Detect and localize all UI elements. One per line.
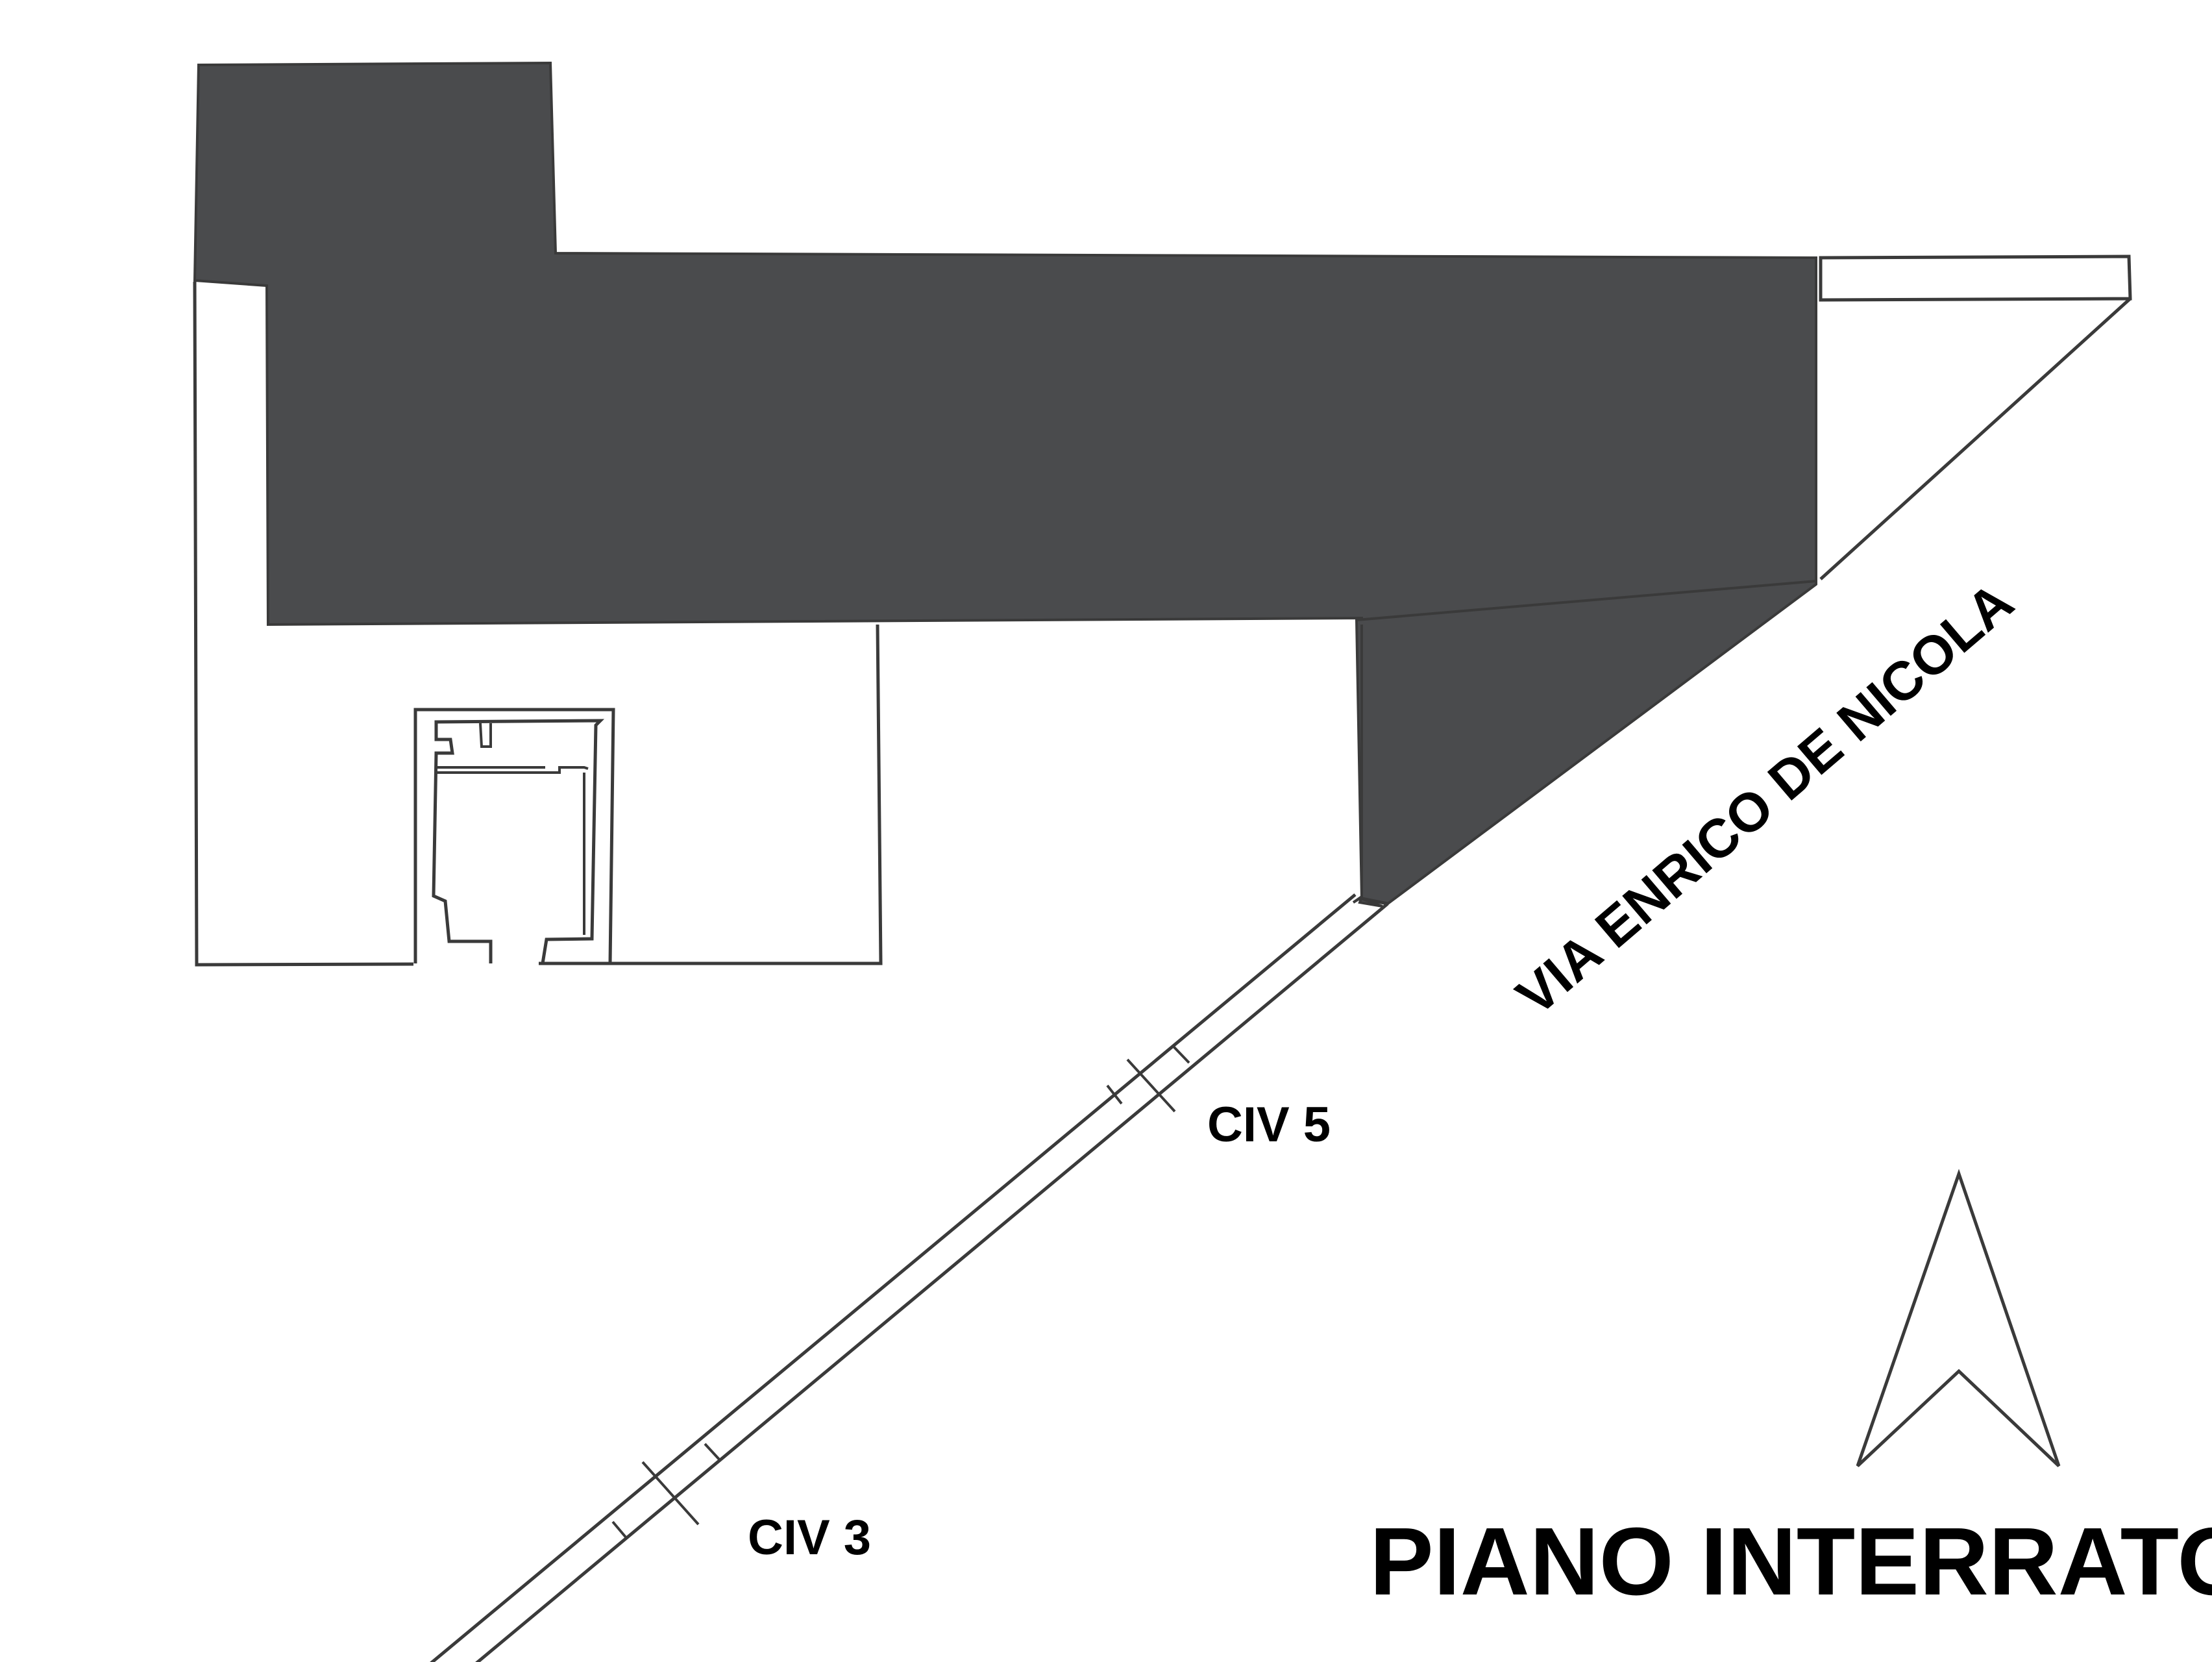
civ3-label: CIV 3 [748,1510,871,1565]
unit-room [413,708,615,965]
entrance-civ5-marker [1106,1045,1190,1113]
north-arrow-icon [1856,1169,2061,1467]
sidewalk-strip [430,893,1389,1662]
street-strip-top [1819,254,2132,302]
building-mass [193,61,1817,908]
perimeter-bottom-wall [539,624,883,965]
street-edge-diagonal [1819,297,2132,580]
plan-title: PIANO INTERRATO [1370,1508,2212,1615]
entrance-civ3-marker [611,1443,722,1540]
building-mass-tip [1355,579,1817,906]
civ5-label: CIV 5 [1207,1097,1331,1152]
perimeter-left-wall [193,281,414,967]
